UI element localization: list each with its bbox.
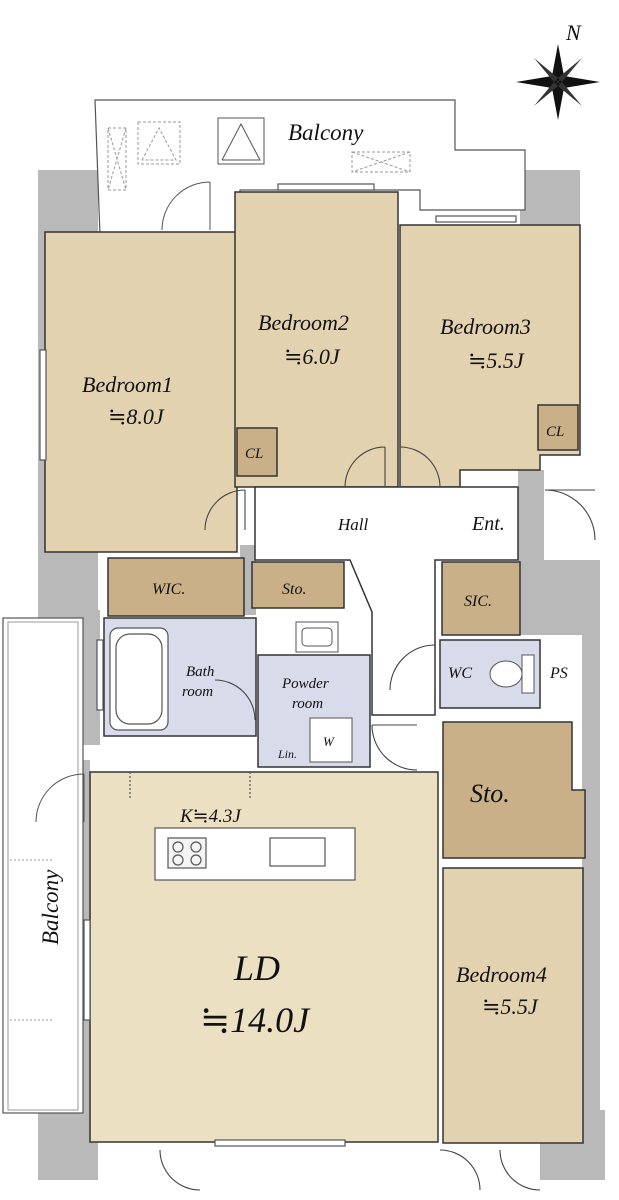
windows (39, 183, 517, 1147)
closet-b2-label: CL (245, 446, 263, 462)
bedroom4-size: ≒5.5J (482, 994, 539, 1019)
bedroom3-name: Bedroom3 (440, 314, 531, 339)
washbasin (295, 621, 339, 653)
bedroom1 (44, 231, 238, 553)
entrance-label: Ent. (471, 513, 505, 535)
sic-label: SIC. (464, 593, 492, 610)
bedroom1-size: ≒8.0J (108, 404, 165, 429)
washer-label: W (323, 734, 335, 749)
washer-space (309, 717, 353, 763)
balcony-left (2, 617, 85, 1114)
bath-label-2: room (182, 684, 213, 700)
shoe-closet (441, 561, 521, 636)
storage-large (442, 721, 586, 859)
closet-bedroom2 (236, 427, 278, 477)
north-label: N (565, 20, 582, 45)
balcony-top (94, 99, 526, 236)
closet-bedroom3 (537, 404, 579, 451)
sto-large-label: Sto. (470, 779, 510, 808)
hall (254, 486, 519, 716)
sto-small-label: Sto. (282, 581, 306, 598)
powder-label-1: Powder (281, 676, 329, 692)
powder-label-2: room (292, 696, 323, 712)
bath-label-1: Bath (186, 664, 214, 680)
bedroom1-name: Bedroom1 (82, 372, 173, 397)
kitchen-counter (129, 772, 356, 881)
closet-b3-label: CL (546, 424, 564, 440)
linen-label: Lin. (277, 747, 297, 761)
storage-small (251, 561, 345, 609)
toilet (489, 654, 535, 694)
bathtub (109, 627, 169, 731)
bedroom2-size: ≒6.0J (284, 344, 341, 369)
bedroom4-name: Bedroom4 (456, 962, 547, 987)
door-swings (159, 446, 596, 1191)
bedroom2-name: Bedroom2 (258, 310, 349, 335)
wc-label: WC (448, 665, 472, 682)
ps-label: PS (549, 665, 568, 682)
ld-name: LD (233, 948, 280, 988)
wic (107, 557, 245, 617)
compass-icon (516, 44, 600, 120)
kitchen-label: K≒4.3J (179, 806, 242, 827)
bedroom4 (442, 867, 584, 1144)
balcony-left-label: Balcony (38, 869, 63, 945)
ld-size: ≒14.0J (200, 1000, 311, 1040)
balcony-top-label: Balcony (288, 120, 364, 145)
hall-label: Hall (337, 515, 369, 534)
wic-label: WIC. (152, 581, 185, 598)
bedroom3-size: ≒5.5J (468, 348, 525, 373)
